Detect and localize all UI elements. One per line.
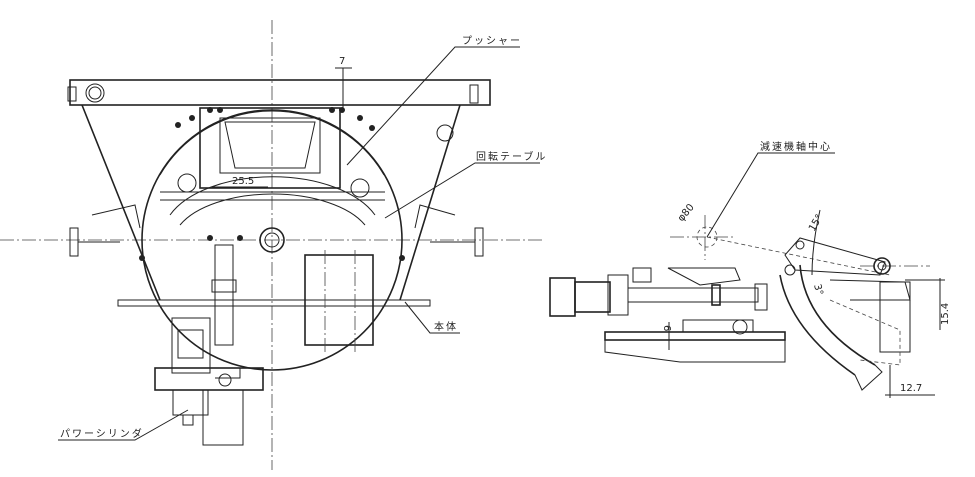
bolts [139, 107, 405, 261]
dim-3-deg: 3° [811, 283, 825, 297]
label-power-cylinder: パワーシリンダ [60, 427, 144, 440]
label-pusher: プッシャー [462, 35, 522, 47]
label-reducer-shaft-center: 減速機軸中心 [760, 140, 832, 153]
dim-15-4: 15.4 [940, 303, 951, 325]
dim-12-7: 12.7 [900, 383, 922, 394]
dim-7: 7 [339, 56, 345, 67]
label-main-body: 本体 [434, 320, 458, 333]
dim-phi-80: φ80 [676, 202, 697, 224]
dim-6: 6 [661, 325, 672, 331]
dim-25-5: 25.5 [232, 176, 254, 187]
label-rotary-table: 回転テーブル [476, 150, 547, 163]
front-view [0, 20, 545, 470]
side-view [549, 215, 930, 391]
